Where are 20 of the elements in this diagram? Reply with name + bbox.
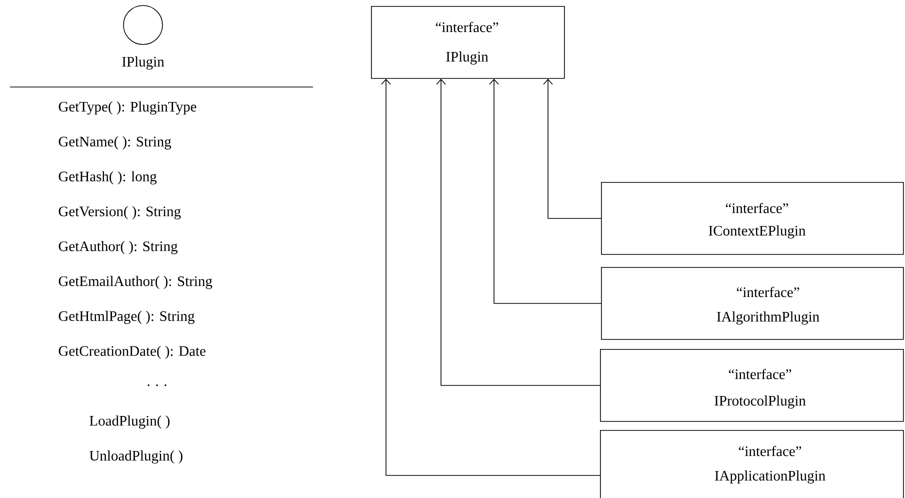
method-label: GetCreationDate( ): Date xyxy=(58,346,206,359)
interface-box: “interface” IContextEPlugin xyxy=(601,182,904,255)
method-label: GetAuthor( ): String xyxy=(58,241,178,254)
method-label: GetType( ): PluginType xyxy=(58,101,196,115)
method-label: GetHtmlPage( ): String xyxy=(58,310,194,324)
interface-box: “interface” IAlgorithmPlugin xyxy=(601,267,904,340)
interface-box: “interface” IPlugin xyxy=(371,6,565,79)
arrow xyxy=(381,78,600,476)
method-label: GetName( ): String xyxy=(58,136,172,150)
interface-box: “interface” IProtocolPlugin xyxy=(600,349,904,422)
method-label: LoadPlugin( ) xyxy=(90,416,170,429)
method-label: GetEmailAuthor( ): String xyxy=(58,276,212,290)
ellipsis: · · · xyxy=(148,384,166,386)
interface-box: “interface” IApplicationPlugin xyxy=(600,430,904,498)
arrow xyxy=(436,78,600,386)
arrow xyxy=(489,78,602,304)
method-label: GetVersion( ): String xyxy=(58,206,181,220)
method-label: GetHash( ): long xyxy=(58,171,157,184)
method-label: UnloadPlugin( ) xyxy=(90,450,182,464)
arrow xyxy=(543,78,602,219)
